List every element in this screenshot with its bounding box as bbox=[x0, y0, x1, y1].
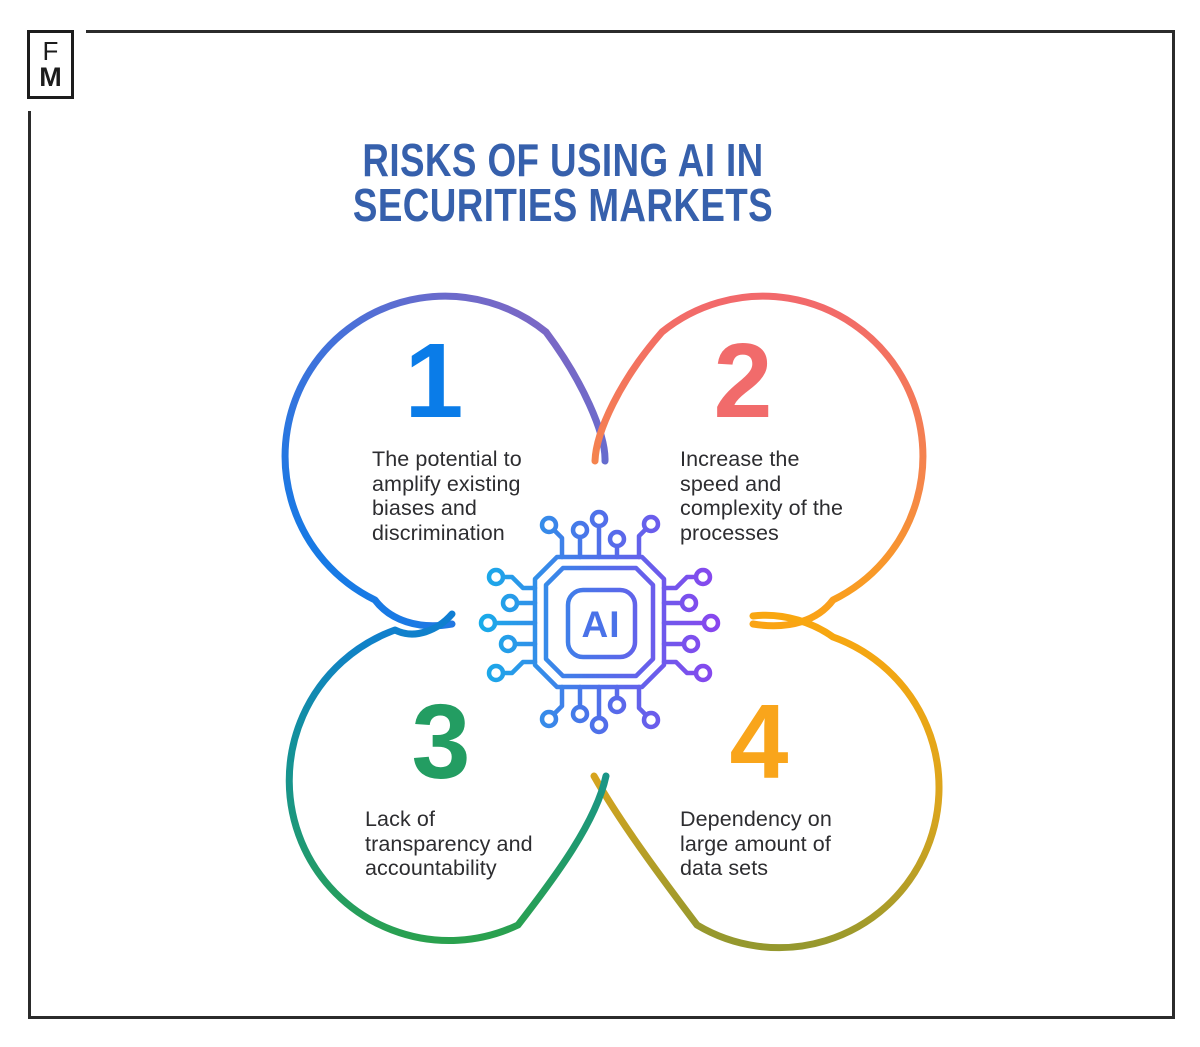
chip-inner-octagon bbox=[543, 565, 656, 679]
page-title: RISKS OF USING AI IN SECURITIES MARKETS bbox=[352, 134, 774, 231]
page-border bbox=[28, 30, 1175, 1019]
item-4-number: 4 bbox=[729, 683, 789, 801]
chip-pin bbox=[500, 574, 538, 591]
chip-label: AI bbox=[582, 604, 621, 645]
ring-4-path bbox=[590, 611, 943, 952]
chip-pin bbox=[636, 684, 650, 719]
ring-2-path bbox=[591, 292, 927, 630]
item-2-text: Increase the speed and complexity of the… bbox=[680, 447, 844, 545]
brand-logo: F M bbox=[27, 30, 74, 99]
item-3-text: Lack of transparency and accountability bbox=[365, 807, 533, 880]
chip-pin bbox=[500, 659, 538, 676]
item-1-text: The potential to amplify existing biases… bbox=[372, 447, 522, 545]
item-3-number: 3 bbox=[411, 683, 471, 801]
chip-outer-octagon bbox=[532, 554, 667, 690]
ring-3-path bbox=[285, 610, 610, 945]
chip-pin bbox=[636, 525, 650, 560]
page-title-line1: RISKS OF USING AI IN bbox=[362, 134, 764, 186]
ring-1-path bbox=[281, 292, 609, 630]
item-2-number: 2 bbox=[713, 322, 773, 440]
item-4-text: Dependency on large amount of data sets bbox=[680, 807, 832, 880]
chip-pin bbox=[550, 526, 565, 560]
logo-letter-m: M bbox=[39, 62, 62, 92]
chip-pin bbox=[661, 574, 699, 591]
page-title-line2: SECURITIES MARKETS bbox=[352, 179, 774, 231]
ai-chip-icon: AI bbox=[478, 509, 721, 735]
chip-pin bbox=[661, 659, 699, 676]
chip-pin bbox=[550, 684, 565, 718]
chip-core bbox=[565, 587, 638, 660]
item-1-number: 1 bbox=[404, 322, 464, 440]
logo-letter-f: F bbox=[42, 36, 59, 66]
